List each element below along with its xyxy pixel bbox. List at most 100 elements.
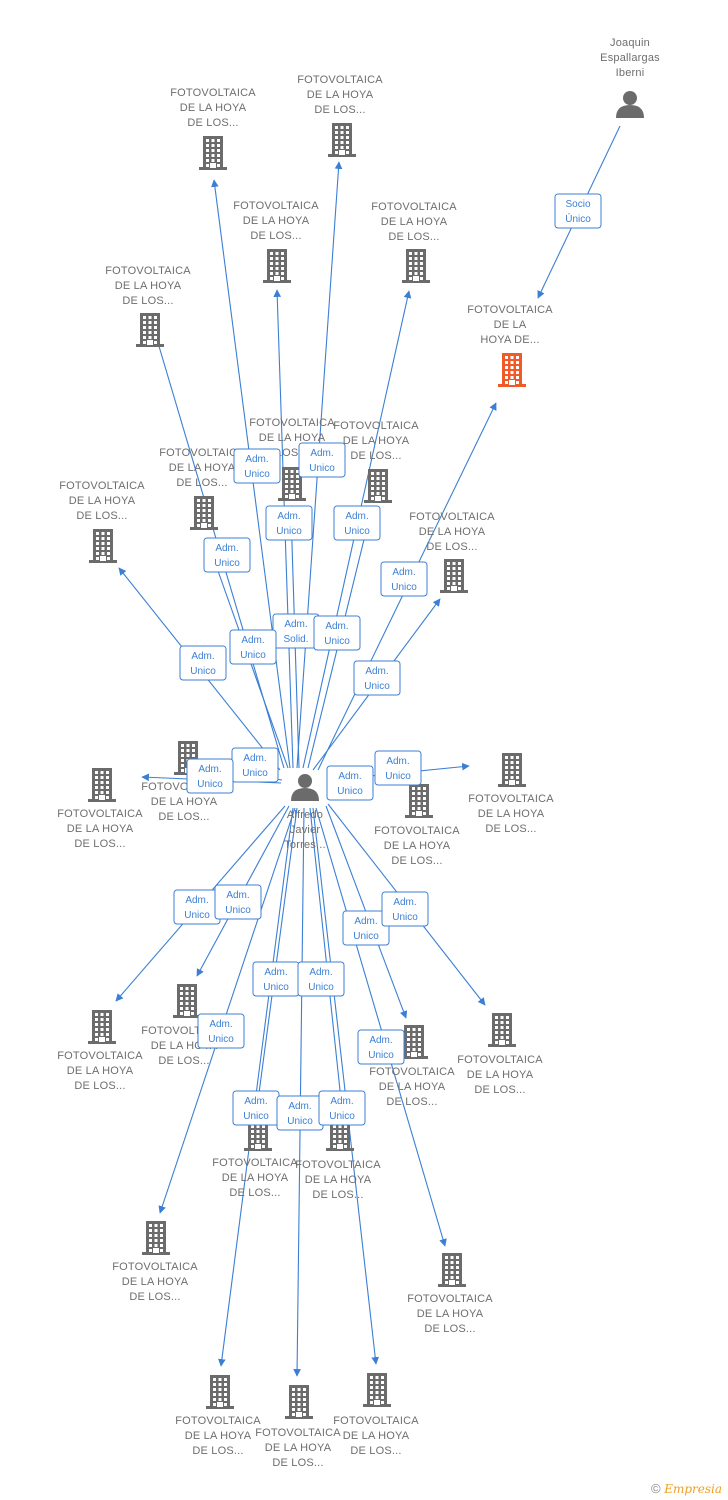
node-label: DE LA HOYA	[417, 1308, 484, 1320]
empresia-logo[interactable]: Empresia	[664, 1482, 722, 1496]
role-badge-text: Unico	[225, 905, 251, 916]
node-label: DE LOS...	[129, 1291, 180, 1303]
role-badge-text: Unico	[308, 982, 334, 993]
role-badge-box	[297, 961, 345, 997]
node-label: DE LA HOYA	[307, 89, 374, 101]
role-badge[interactable]: Adm.Unico	[231, 747, 279, 783]
role-badge[interactable]: Adm.Solid.	[272, 613, 320, 649]
node-label: DE LA HOYA	[115, 280, 182, 292]
node-label: Espallargas	[600, 52, 660, 64]
node-label: DE LA	[494, 319, 527, 331]
building-icon	[438, 1253, 466, 1287]
role-badge[interactable]: Adm.Unico	[353, 660, 401, 696]
person-node[interactable]: AlfredoJavierTorres...	[284, 774, 326, 851]
role-badge-text: Unico	[337, 786, 363, 797]
building-icon	[206, 1375, 234, 1409]
role-badge[interactable]: Adm.Unico	[197, 1013, 245, 1049]
role-badge-text: Unico	[184, 910, 210, 921]
role-badge[interactable]: Adm.Unico	[357, 1029, 405, 1065]
role-badge[interactable]: Adm.Unico	[265, 505, 313, 541]
role-badge-box	[186, 758, 234, 794]
role-badge-text: Adm.	[245, 454, 268, 465]
node-label: DE LA HOYA	[151, 796, 218, 808]
node-label: DE LA HOYA	[381, 216, 448, 228]
building-icon	[405, 784, 433, 818]
node-label: DE LA HOYA	[305, 1174, 372, 1186]
role-badge-box	[353, 660, 401, 696]
role-badge[interactable]: Adm.Unico	[380, 561, 428, 597]
role-badge-text: Unico	[197, 779, 223, 790]
role-badge[interactable]: Adm.Unico	[214, 884, 262, 920]
role-badge[interactable]: Adm.Unico	[232, 1090, 280, 1126]
edge-p_alfredo-c24	[293, 807, 305, 1377]
node-label: DE LOS...	[158, 811, 209, 823]
person-icon	[616, 91, 644, 118]
node-label: DE LA HOYA	[265, 1442, 332, 1454]
role-badge[interactable]: Adm.Unico	[186, 758, 234, 794]
building-icon	[199, 136, 227, 170]
role-badge[interactable]: Adm.Unico	[374, 750, 422, 786]
node-label: DE LOS...	[485, 823, 536, 835]
role-badge[interactable]: Adm.Unico	[333, 505, 381, 541]
role-badge-text: Único	[565, 212, 591, 225]
edge-p_alfredo-c16	[312, 807, 380, 1365]
role-badge[interactable]: Adm.Unico	[342, 910, 390, 946]
building-icon	[263, 249, 291, 283]
building-icon	[364, 469, 392, 503]
role-badge[interactable]: Adm.Unico	[203, 537, 251, 573]
node-label: DE LA HOYA	[222, 1172, 289, 1184]
role-badge[interactable]: Adm.Unico	[173, 889, 221, 925]
role-badge-box	[179, 645, 227, 681]
node-label: FOTOVOLTAICA	[407, 1293, 493, 1305]
node-label: DE LA HOYA	[122, 1276, 189, 1288]
edge-p_alfredo-c20	[309, 807, 346, 1110]
role-badge[interactable]: Adm.Unico	[381, 891, 429, 927]
role-badge[interactable]: Adm.Unico	[252, 961, 300, 997]
role-badge-text: Socio	[565, 199, 590, 210]
role-badge[interactable]: Adm.Unico	[318, 1090, 366, 1126]
node-label: FOTOVOLTAICA	[212, 1157, 298, 1169]
role-badge[interactable]: Adm.Unico	[298, 442, 346, 478]
role-badge[interactable]: Adm.Unico	[229, 629, 277, 665]
role-badge-text: Unico	[344, 526, 370, 537]
role-badge-text: Adm.	[393, 897, 416, 908]
role-badge[interactable]: Adm.Unico	[179, 645, 227, 681]
role-badge-box	[374, 750, 422, 786]
role-badge-text: Solid.	[283, 634, 308, 645]
node-label: FOTOVOLTAICA	[333, 420, 419, 432]
role-badge[interactable]: Adm.Unico	[233, 448, 281, 484]
edge-p_alfredo-c21	[158, 807, 296, 1214]
role-badge[interactable]: Adm.Unico	[276, 1095, 324, 1131]
role-badge[interactable]: Adm.Unico	[326, 765, 374, 801]
building-icon	[488, 1013, 516, 1047]
role-badge[interactable]: Adm.Unico	[313, 615, 361, 651]
role-badge-text: Unico	[190, 666, 216, 677]
role-badge[interactable]: Adm.Unico	[297, 961, 345, 997]
node-label: DE LOS...	[386, 1096, 437, 1108]
role-badge-text: Adm.	[325, 621, 348, 632]
